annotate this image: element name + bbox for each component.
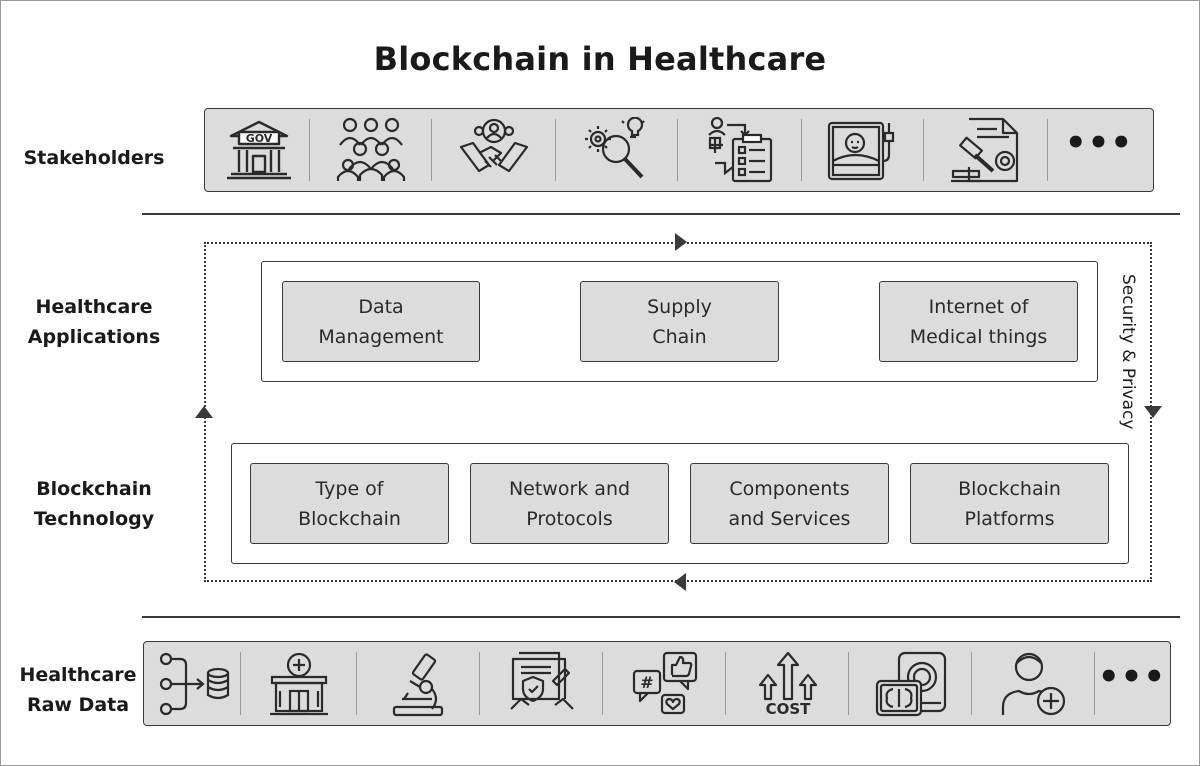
doctor-checklist-icon — [679, 109, 801, 191]
research-gear-magnifier-icon — [557, 109, 677, 191]
divider — [555, 119, 556, 181]
box-line: and Services — [728, 507, 851, 530]
tech-blockchain-platforms: Blockchain Platforms — [910, 463, 1109, 544]
divider — [677, 119, 678, 181]
handshake-partners-icon — [433, 109, 555, 191]
diagram-title: Blockchain in Healthcare — [373, 40, 827, 78]
divider — [1047, 119, 1048, 181]
box-line: Blockchain — [958, 477, 1061, 500]
gov-text: GOV — [246, 132, 273, 145]
divider — [602, 652, 603, 715]
stakeholders-strip: GOV — [204, 108, 1154, 192]
insurance-document-icon — [481, 642, 602, 725]
medical-imaging-scanner-icon — [850, 642, 971, 725]
row-label-line: Raw Data — [26, 694, 130, 716]
tech-network-protocols: Network and Protocols — [470, 463, 669, 544]
more-icon: ••• — [1096, 642, 1168, 725]
raw-data-strip: # COST — [143, 641, 1171, 726]
government-building-icon: GOV — [209, 109, 309, 191]
box-line: Type of — [315, 477, 384, 500]
divider — [479, 652, 480, 715]
box-line: Protocols — [526, 507, 613, 530]
box-line: Data — [358, 295, 404, 318]
box-line: Platforms — [964, 507, 1055, 530]
app-data-management: Data Management — [282, 281, 480, 362]
row-label-applications: Healthcare Applications — [20, 292, 168, 352]
divider — [848, 652, 849, 715]
divider — [725, 652, 726, 715]
hash-text: # — [640, 673, 653, 692]
box-line: Network and — [508, 477, 631, 500]
box-line: Internet of — [928, 295, 1029, 318]
more-icon: ••• — [1049, 109, 1149, 191]
divider — [923, 119, 924, 181]
people-group-icon — [311, 109, 431, 191]
arrow-up-icon — [195, 406, 213, 418]
patient-plus-icon — [973, 642, 1094, 725]
arrow-down-icon — [1144, 406, 1162, 418]
tech-type-of-blockchain: Type of Blockchain — [250, 463, 449, 544]
section-divider — [142, 213, 1180, 215]
legal-gavel-document-icon — [925, 109, 1047, 191]
row-label-line: Stakeholders — [23, 147, 165, 169]
arrow-left-icon — [674, 573, 686, 591]
row-label-technology: Blockchain Technology — [20, 474, 168, 534]
row-label-line: Blockchain — [36, 478, 152, 500]
box-line: Components — [729, 477, 850, 500]
box-line: Medical things — [909, 325, 1048, 348]
cost-text: COST — [765, 700, 811, 717]
tech-components-services: Components and Services — [690, 463, 889, 544]
box-line: Supply — [647, 295, 712, 318]
divider — [801, 119, 802, 181]
divider — [240, 652, 241, 715]
app-internet-of-medical-things: Internet of Medical things — [879, 281, 1078, 362]
cost-arrows-icon: COST — [727, 642, 848, 725]
more-dots: ••• — [1097, 656, 1167, 697]
security-privacy-text: Security & Privacy — [1118, 274, 1138, 430]
divider — [356, 652, 357, 715]
microscope-icon — [358, 642, 479, 725]
hospital-icon — [242, 642, 356, 725]
app-supply-chain: Supply Chain — [580, 281, 779, 362]
divider — [431, 119, 432, 181]
box-line: Blockchain — [298, 507, 401, 530]
row-label-line: Applications — [27, 326, 161, 348]
row-label-line: Healthcare — [19, 664, 137, 686]
patient-bed-icon — [803, 109, 923, 191]
row-label-line: Technology — [33, 508, 155, 530]
data-sources-database-icon — [148, 642, 240, 725]
divider — [1094, 652, 1095, 715]
row-label-raw-data: Healthcare Raw Data — [8, 660, 148, 720]
arrow-right-icon — [675, 233, 687, 251]
row-label-stakeholders: Stakeholders — [20, 143, 168, 173]
security-privacy-label: Security & Privacy — [1116, 274, 1142, 444]
section-divider — [142, 616, 1180, 618]
box-line: Chain — [652, 325, 707, 348]
divider — [309, 119, 310, 181]
social-media-icon: # — [604, 642, 725, 725]
row-label-line: Healthcare — [35, 296, 153, 318]
more-dots: ••• — [1064, 123, 1134, 163]
divider — [971, 652, 972, 715]
box-line: Management — [318, 325, 444, 348]
